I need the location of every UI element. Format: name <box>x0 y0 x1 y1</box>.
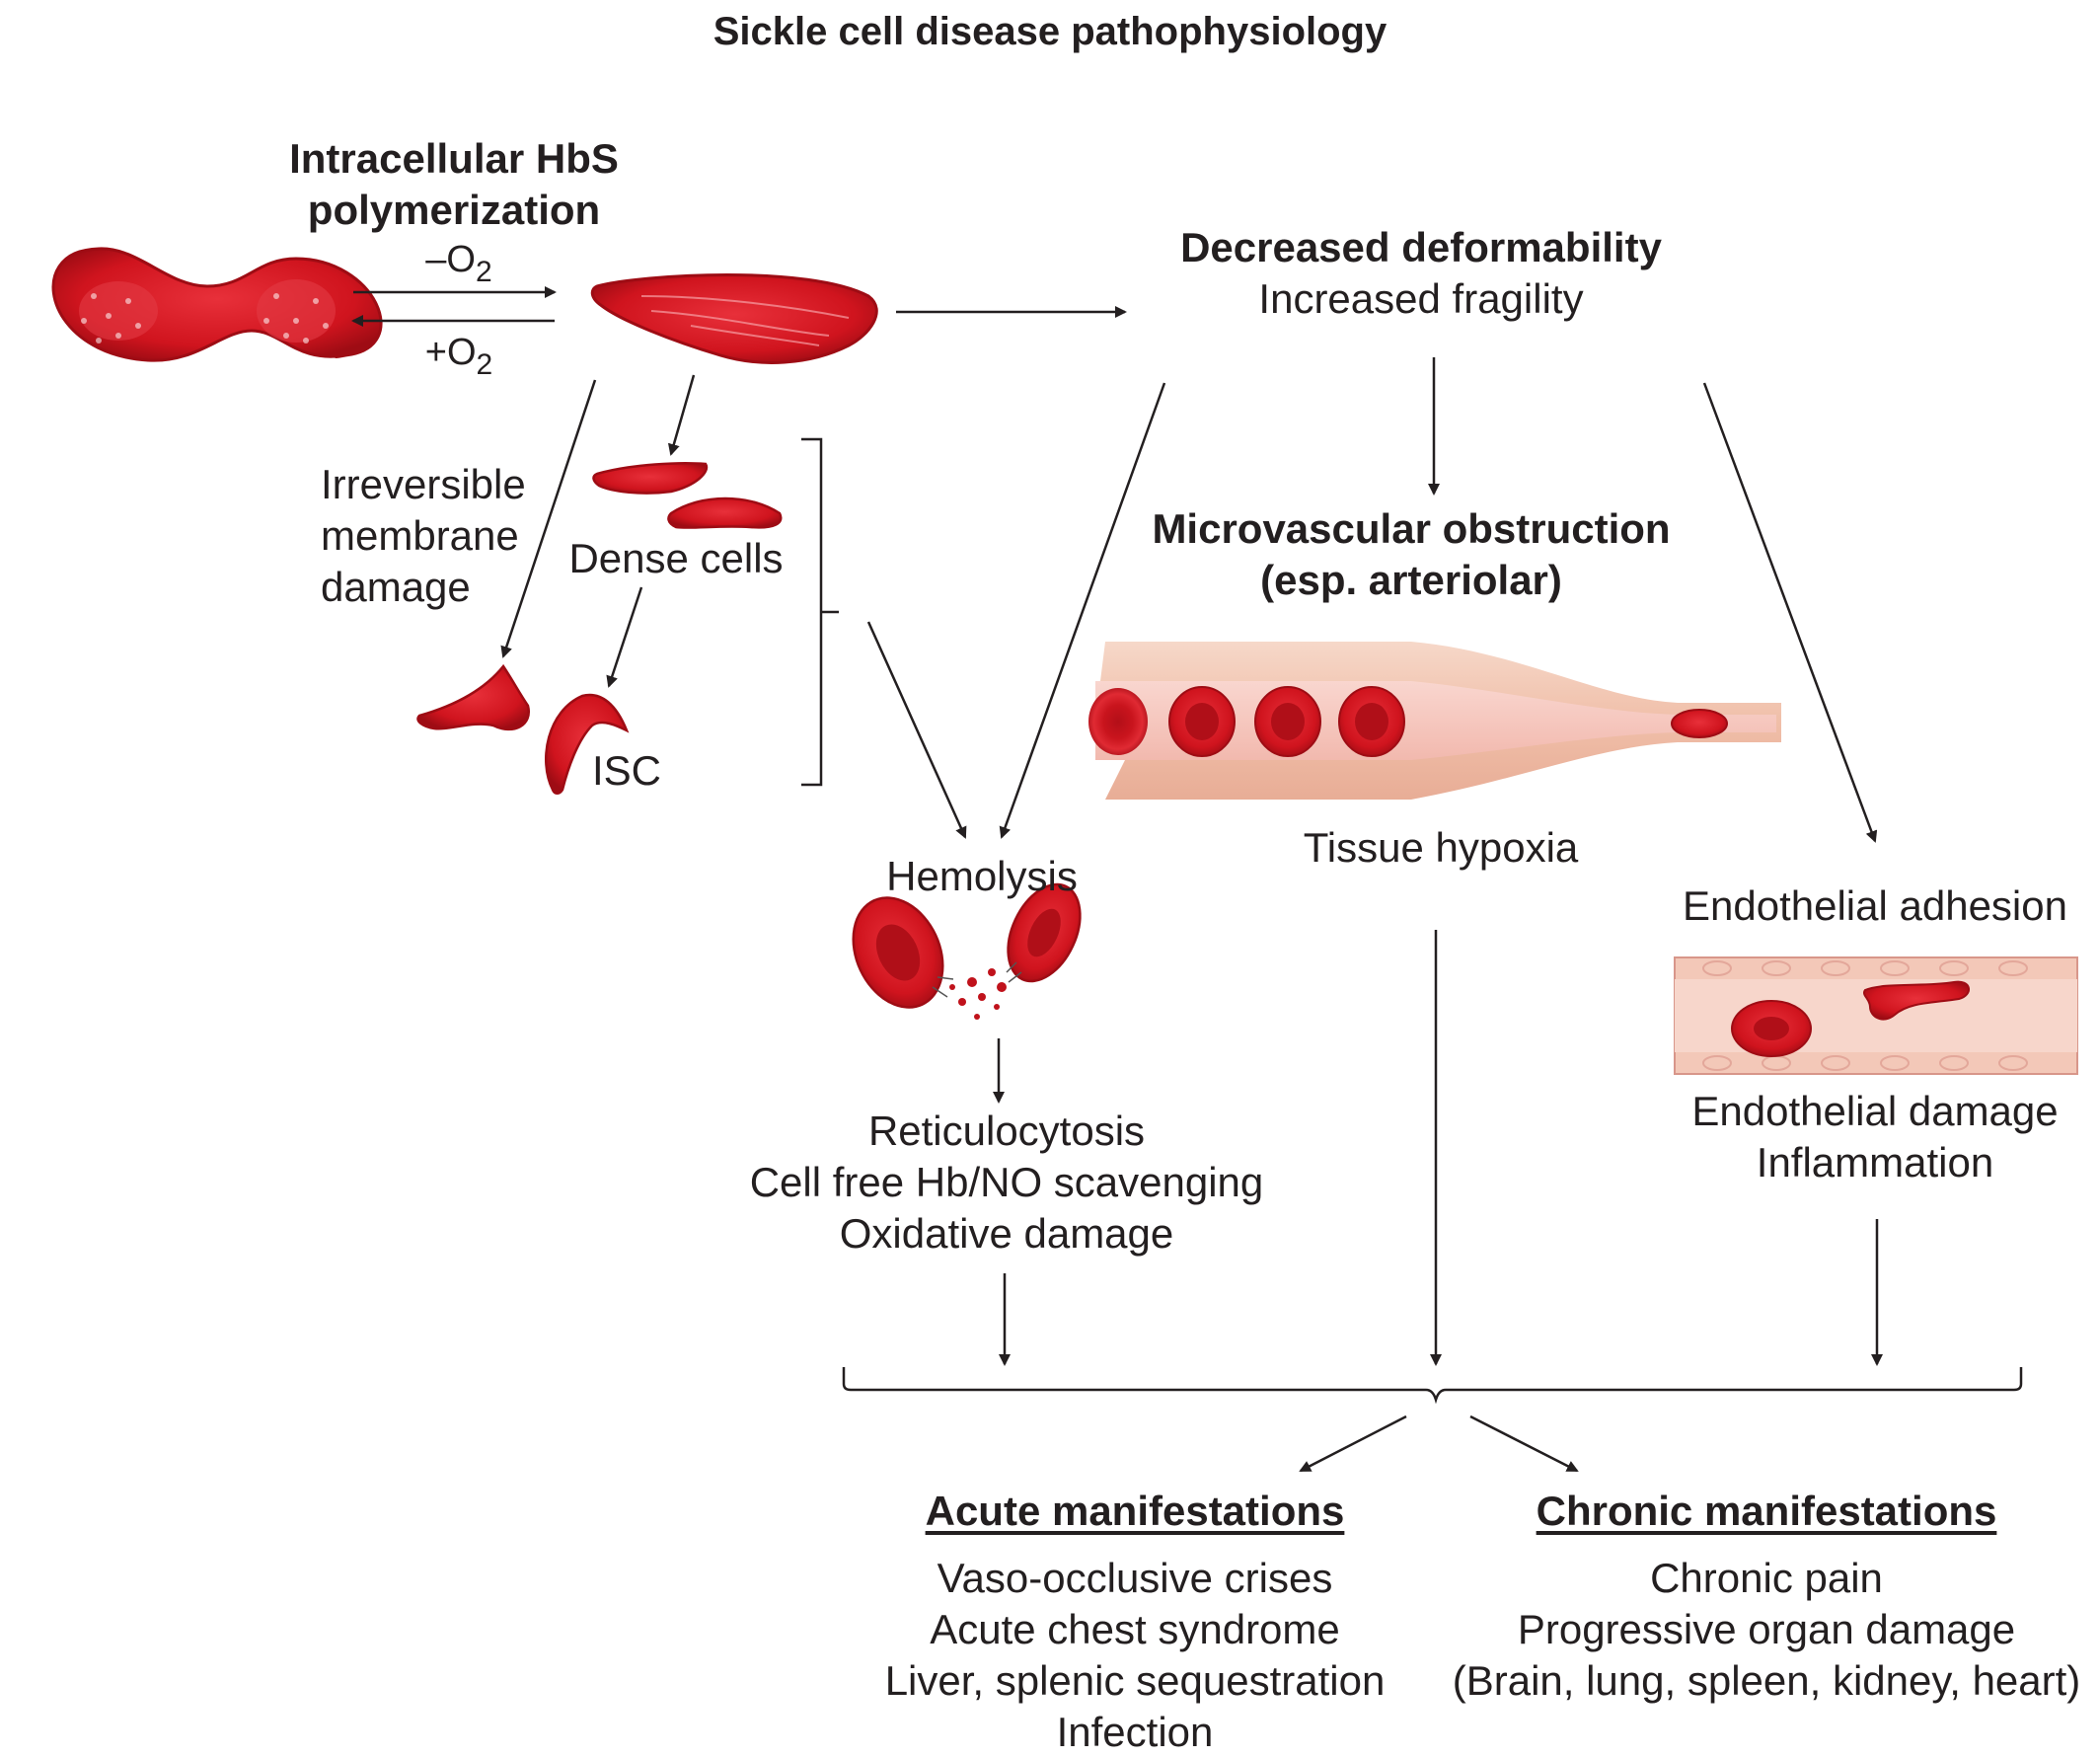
endothelial-vessel-icon <box>1674 956 2078 1075</box>
polymerization-label: Intracellular HbS polymerization <box>247 133 661 236</box>
arrow-dense-to-isc <box>606 586 643 688</box>
acute-item: Liver, splenic sequestration <box>884 1657 1386 1705</box>
sickle-cell-icon <box>590 273 878 364</box>
deformability-title: Decreased deformability <box>1180 224 1662 270</box>
acute-item: Infection <box>1056 1709 1214 1756</box>
hemolysis-effect-item: Cell free Hb/NO scavenging <box>749 1159 1264 1206</box>
deformability-block: Decreased deformability Increased fragil… <box>1115 222 1727 325</box>
endothelial-adhesion-label: Endothelial adhesion <box>1683 882 2067 929</box>
outcomes-brace <box>842 1367 2023 1405</box>
isc-cell-icon <box>416 663 630 795</box>
endothelial-effects-list: Endothelial damage Inflammation <box>1658 1086 2092 1188</box>
arrow-fragility-to-hemolysis <box>999 382 1166 839</box>
endothelial-effect-item: Inflammation <box>1756 1139 1994 1186</box>
dense-cell-icon <box>592 462 783 529</box>
polymerization-line-1: Intracellular HbS <box>289 135 619 182</box>
endothelial-effect-item: Endothelial damage <box>1691 1088 2059 1134</box>
tissue-hypoxia-label: Tissue hypoxia <box>1303 824 1579 871</box>
acute-heading: Acute manifestations <box>925 1488 1345 1534</box>
chronic-item: (Brain, lung, spleen, kidney, heart) <box>1452 1657 2081 1705</box>
hemolysis-effects-list: Reticulocytosis Cell free Hb/NO scavengi… <box>711 1106 1303 1260</box>
chronic-manifestations-block: Chronic manifestations Chronic pain Prog… <box>1441 1486 2092 1707</box>
deoxy-sign: –O <box>425 239 476 280</box>
arrow-to-chronic <box>1469 1414 1579 1473</box>
polymerization-line-2: polymerization <box>307 187 601 234</box>
chronic-heading: Chronic manifestations <box>1536 1488 1997 1534</box>
arrow-to-dense-cells <box>667 374 696 456</box>
chronic-item: Progressive organ damage <box>1517 1606 2016 1653</box>
oxy-subscript: 2 <box>476 348 493 381</box>
arrow-to-acute <box>1299 1414 1407 1473</box>
page-title: Sickle cell disease pathophysiology <box>712 10 1388 53</box>
narrowing-vessel-icon <box>1088 642 1781 800</box>
obstruction-line-2: (esp. arteriolar) <box>1260 557 1562 604</box>
arrow-to-adhesion <box>1702 382 1878 843</box>
hemolysis-effect-item: Reticulocytosis <box>867 1108 1146 1154</box>
acute-manifestations-block: Acute manifestations Vaso-occlusive cris… <box>849 1486 1421 1758</box>
arrow-bracket-to-hemolysis <box>866 621 967 839</box>
acute-item: Vaso-occlusive crises <box>937 1555 1333 1602</box>
bracket-dense-isc <box>801 437 839 787</box>
deoxy-subscript: 2 <box>476 256 492 288</box>
normal-rbc-icon <box>51 247 383 362</box>
membrane-damage-label: Irreversible membrane damage <box>321 459 526 613</box>
isc-label: ISC <box>592 747 662 794</box>
arrow-to-membrane-damage <box>500 379 597 658</box>
acute-item: Acute chest syndrome <box>930 1606 1340 1653</box>
membrane-line-1: Irreversible <box>321 461 526 507</box>
membrane-line-2: membrane <box>321 512 519 560</box>
hemolysis-label: Hemolysis <box>886 853 1078 899</box>
obstruction-block: Microvascular obstruction (esp. arteriol… <box>1105 503 1717 606</box>
deoxygenation-label: –O2 <box>400 237 518 290</box>
oxygenation-label: +O2 <box>400 330 518 383</box>
hemolysis-cells-icon <box>852 882 1082 1020</box>
dense-cells-label: Dense cells <box>568 535 784 581</box>
chronic-item: Chronic pain <box>1650 1555 1883 1602</box>
fragility-label: Increased fragility <box>1258 275 1584 323</box>
oxy-sign: +O <box>424 332 477 373</box>
hemolysis-effect-item: Oxidative damage <box>839 1210 1174 1258</box>
membrane-line-3: damage <box>321 564 471 611</box>
obstruction-line-1: Microvascular obstruction <box>1152 505 1671 552</box>
